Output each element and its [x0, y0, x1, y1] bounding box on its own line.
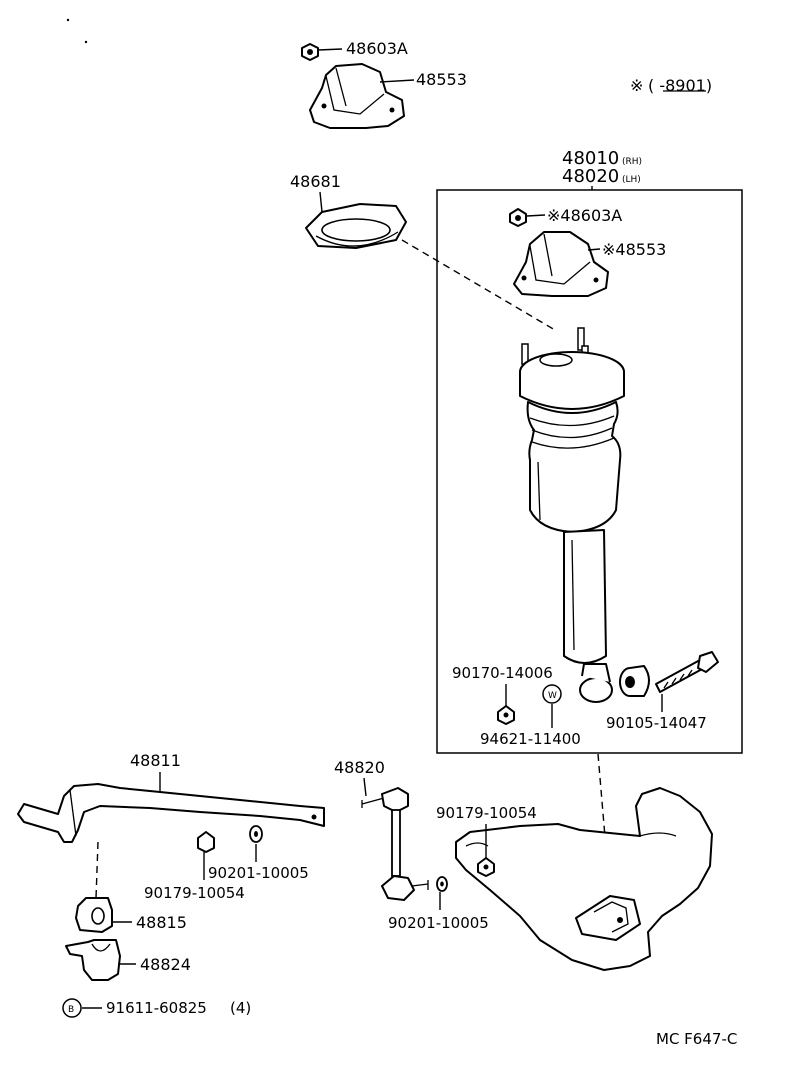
bushing-48815 [75, 897, 113, 933]
label-94621-11400: 94621-11400 [480, 730, 581, 748]
bolt-b-badge: B [62, 998, 82, 1018]
label-48553-inside: ※48553 [602, 240, 666, 259]
label-48824: 48824 [140, 955, 191, 974]
bolt-90105-14047 [655, 651, 719, 693]
lower-arm [455, 787, 713, 971]
label-90170-14006: 90170-14006 [452, 664, 553, 682]
label-48681: 48681 [290, 172, 341, 191]
stab-link-48820 [361, 787, 429, 901]
air-strut [519, 327, 625, 703]
label-48603a-inside: ※48603A [547, 206, 622, 225]
label-90179-10054-arm: 90179-10054 [436, 804, 537, 822]
washer-w-badge: W [542, 684, 562, 704]
label-90201-10005-link: 90201-10005 [388, 914, 489, 932]
nut-90179-10054-arm [477, 857, 495, 877]
washer-w-symbol: W [548, 691, 557, 701]
label-91611-60825: 91611-60825 [106, 999, 207, 1017]
label-48603a-top: 48603A [346, 39, 408, 58]
washer-90201-10005-bar [249, 825, 263, 843]
label-91611-60825-qty: (4) [230, 999, 251, 1017]
label-48811: 48811 [130, 751, 181, 770]
label-48820: 48820 [334, 758, 385, 777]
support-48553-top [309, 63, 405, 129]
label-48553-top: 48553 [416, 70, 467, 89]
applicability-symbol: ※ [630, 76, 643, 95]
label-90179-10054-bar: 90179-10054 [144, 884, 245, 902]
nut-90179-10054-bar [197, 831, 215, 853]
washer-90201-10005-link [436, 876, 448, 892]
label-90201-10005-bar: 90201-10005 [208, 864, 309, 882]
assembly-rh-suffix: (RH) [622, 157, 642, 167]
assembly-rh-number: 48010 [562, 148, 619, 169]
nut-48603a-inside [509, 208, 527, 227]
nut-48603a-top [301, 43, 319, 61]
label-48815: 48815 [136, 913, 187, 932]
bolt-b-symbol: B [68, 1005, 74, 1015]
assembly-lh-number: 48020 [562, 166, 619, 187]
nut-90170-14006 [497, 705, 515, 725]
stabilizer-bar-48811 [17, 783, 325, 843]
diagram-code: MC F647-C [656, 1030, 737, 1048]
support-48553-inside [513, 231, 609, 297]
insulator-48681 [305, 203, 407, 249]
bracket-48824 [65, 939, 121, 981]
bushing-collar [619, 665, 650, 697]
label-90105-14047: 90105-14047 [606, 714, 707, 732]
assembly-box [436, 189, 743, 754]
assembly-lh-suffix: (LH) [622, 175, 641, 185]
applicability-range: ( -8901) [648, 76, 712, 95]
